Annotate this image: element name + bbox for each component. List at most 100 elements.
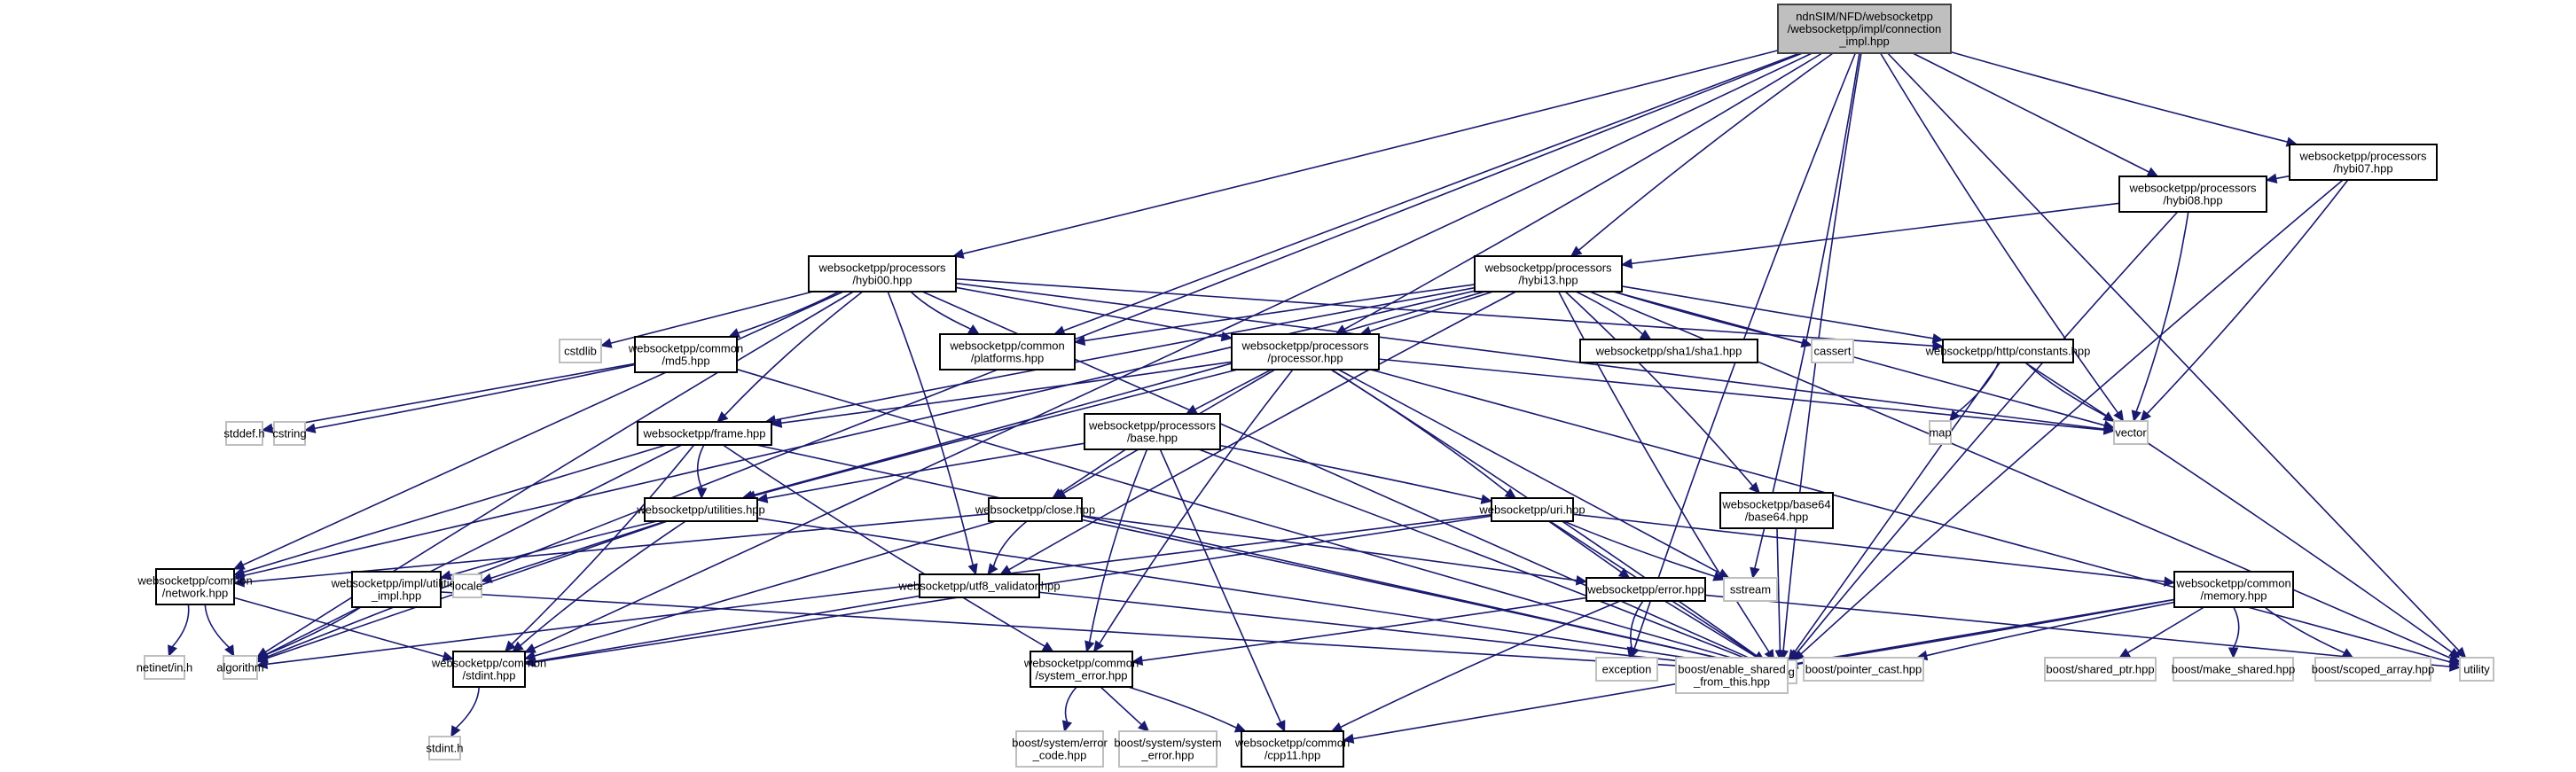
node-hybi13[interactable]: websocketpp/processors/hybi13.hpp	[1474, 255, 1623, 292]
node-hybi08[interactable]: websocketpp/processors/hybi08.hpp	[2118, 175, 2267, 213]
edge-line	[1564, 291, 1754, 487]
node-label: cassert	[1814, 345, 1852, 358]
node-box	[1723, 577, 1778, 602]
edge-line	[2146, 179, 2349, 415]
edge-close-to-utf8	[987, 520, 1028, 575]
edge-line	[1219, 444, 1483, 501]
node-stdint[interactable]: websocketpp/common/stdint.hpp	[431, 651, 546, 688]
node-label: _code.hpp	[1032, 749, 1087, 762]
node-utility: utility	[2459, 657, 2494, 682]
node-label: /cpp11.hpp	[1265, 749, 1320, 762]
node-label: /memory.hpp	[2201, 589, 2267, 603]
node-label: websocketpp/frame.hpp	[642, 427, 765, 441]
node-network[interactable]: websocketpp/common/network.hpp	[137, 568, 253, 605]
node-box	[2173, 571, 2294, 608]
node-md5[interactable]: websocketpp/common/md5.hpp	[628, 336, 743, 373]
node-label: boost/shared_ptr.hpp	[2046, 663, 2154, 676]
node-label: algorithm	[216, 661, 263, 675]
node-label: _from_this.hpp	[1693, 675, 1770, 689]
arrowhead-icon	[967, 563, 978, 576]
edge-line	[1060, 448, 1126, 494]
node-frame[interactable]: websocketpp/frame.hpp	[637, 421, 772, 446]
node-box	[452, 651, 526, 688]
edge-line	[1340, 600, 1621, 729]
node-memory[interactable]: websocketpp/common/memory.hpp	[2173, 571, 2294, 608]
edge-uri-to-sstream	[1563, 520, 1726, 581]
node-hybi07[interactable]: websocketpp/processors/hybi07.hpp	[2289, 144, 2438, 181]
edge-line	[266, 513, 1492, 666]
arrowhead-icon	[1788, 649, 1799, 661]
edge-processor-to-sstream	[1338, 369, 1730, 579]
arrowhead-icon	[1626, 646, 1637, 659]
edge-close-to-error	[1081, 515, 1588, 586]
arrowhead-icon	[1504, 487, 1517, 499]
node-locale: locale	[452, 573, 482, 598]
edge-line	[265, 444, 683, 656]
node-box	[1929, 420, 1952, 445]
node-box	[2173, 657, 2294, 682]
edge-root-to-platforms	[1053, 52, 1800, 336]
arrowhead-icon	[232, 566, 246, 577]
edge-line	[1630, 600, 1644, 649]
node-label: /hybi07.hpp	[2333, 162, 2392, 175]
node-error[interactable]: websocketpp/error.hpp	[1586, 577, 1706, 602]
edge-hybi07-to-vector	[2140, 179, 2349, 422]
edge-line	[520, 520, 686, 646]
edge-line	[1548, 520, 1622, 573]
arrowhead-icon	[1092, 640, 1104, 652]
arrowhead-icon	[2228, 647, 2239, 659]
edge-line	[204, 604, 230, 648]
edge-root-to-hybi00	[951, 50, 1779, 259]
root-node[interactable]: ndnSIM/NFD/websocketpp/websocketpp/impl/…	[1777, 4, 1952, 54]
edge-line	[1338, 369, 1721, 574]
edge-line	[955, 286, 1223, 338]
node-base64[interactable]: websocketpp/base64/base64.hpp	[1719, 492, 1834, 529]
node-stdinth: stdint.h	[427, 736, 464, 760]
node-base[interactable]: websocketpp/processors/base.hpp	[1084, 413, 1221, 450]
node-uri[interactable]: websocketpp/uri.hpp	[1478, 497, 1586, 522]
arrowhead-icon	[1639, 329, 1652, 340]
node-label: websocketpp/common	[2175, 577, 2290, 590]
node-label: websocketpp/processors	[1088, 419, 1217, 433]
node-constants[interactable]: websocketpp/http/constants.hpp	[1925, 339, 2091, 363]
arrowhead-icon	[1949, 409, 1961, 422]
node-utilities[interactable]: websocketpp/utilities.hpp	[636, 497, 765, 522]
node-label: websocketpp/base64	[1721, 498, 1830, 511]
node-utilimpl[interactable]: websocketpp/impl/utilities_impl.hpp	[331, 571, 462, 608]
arrowhead-icon	[1137, 720, 1150, 732]
edge-constants-to-string	[1788, 362, 2001, 661]
node-box	[2459, 657, 2494, 682]
node-label: _impl.hpp	[371, 589, 421, 603]
edge-line	[1063, 52, 1800, 331]
node-bsyserr: boost/system/system_error.hpp	[1114, 730, 1222, 768]
arrowhead-icon	[2102, 425, 2116, 435]
edge-line	[1796, 211, 2179, 654]
edge-utilimpl-to-algorithm	[255, 606, 362, 660]
edge-error-to-exception	[1626, 600, 1644, 659]
node-close[interactable]: websocketpp/close.hpp	[975, 497, 1095, 522]
node-sha1[interactable]: websocketpp/sha1/sha1.hpp	[1579, 339, 1758, 363]
node-algorithm: algorithm	[216, 655, 264, 680]
edge-line	[1578, 52, 1834, 251]
arrowhead-icon	[770, 417, 783, 428]
node-utf8[interactable]: websocketpp/utf8_validator.hpp	[897, 573, 1061, 598]
edge-line	[242, 291, 844, 566]
edge-base-to-syserr	[1084, 448, 1148, 653]
node-label: /hybi00.hpp	[852, 274, 912, 287]
edge-uri-to-memory	[1572, 513, 2176, 587]
arrowhead-icon	[1617, 567, 1631, 579]
node-cpp11[interactable]: websocketpp/common/cpp11.hpp	[1234, 730, 1350, 768]
node-label: cstdlib	[564, 345, 597, 358]
node-label: stdint.h	[427, 742, 464, 755]
node-platforms[interactable]: websocketpp/common/platforms.hpp	[939, 333, 1076, 370]
node-hybi00[interactable]: websocketpp/processors/hybi00.hpp	[808, 255, 957, 292]
node-box	[1811, 339, 1854, 363]
node-syserr[interactable]: websocketpp/common/system_error.hpp	[1023, 651, 1139, 688]
node-processor[interactable]: websocketpp/processors/processor.hpp	[1231, 333, 1380, 370]
edge-stdint-to-stdinth	[450, 686, 481, 738]
edge-line	[1064, 686, 1077, 722]
node-label: /hybi13.hpp	[1518, 274, 1578, 287]
arrowhead-icon	[1712, 571, 1726, 581]
node-box	[559, 339, 602, 363]
node-label: exception	[1602, 663, 1652, 676]
